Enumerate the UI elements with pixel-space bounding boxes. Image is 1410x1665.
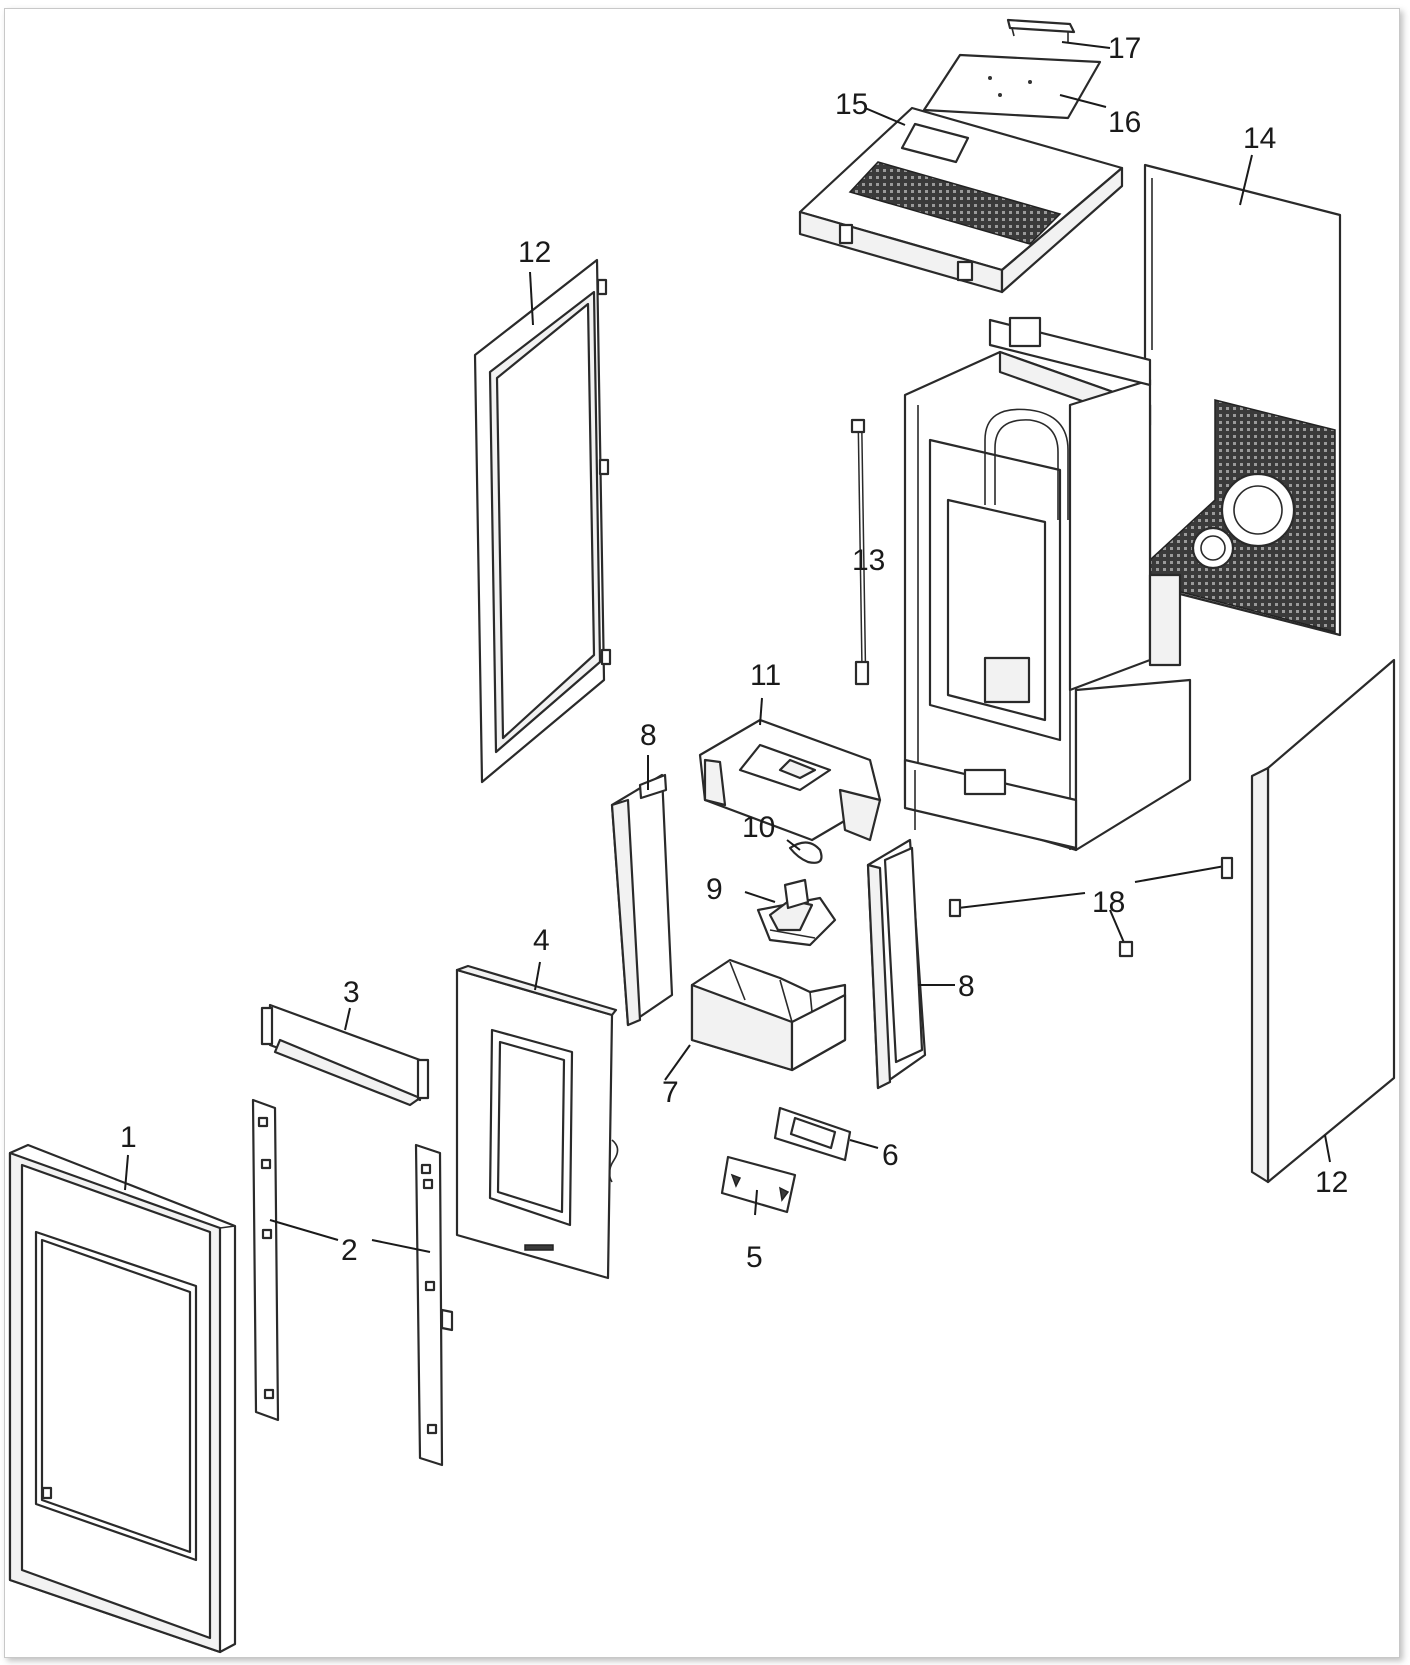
part-14-back-panel	[1143, 163, 1342, 637]
part-12-side-panel-left	[473, 258, 612, 784]
label-7: 7	[662, 1076, 679, 1109]
label-2: 2	[341, 1234, 358, 1267]
label-1: 1	[120, 1121, 137, 1154]
part-12-side-panel-right	[1250, 658, 1396, 1184]
part-7-ash-box	[690, 958, 847, 1072]
label-3: 3	[343, 976, 360, 1009]
label-13: 13	[852, 544, 885, 577]
part-6-gasket	[773, 1106, 852, 1162]
label-10: 10	[742, 811, 775, 844]
part-4-inner-door	[455, 964, 619, 1280]
label-17: 17	[1108, 32, 1141, 65]
stove-body-frame	[903, 316, 1192, 852]
part-11-burner-cover	[698, 718, 882, 842]
part-17-handle	[1006, 18, 1076, 42]
part-labels: 1 2 3 4 5 6 7 8 8 9 10 11 12 12 13 14 15…	[120, 32, 1348, 1274]
label-4: 4	[533, 924, 550, 957]
part-16-top-plate	[922, 53, 1102, 120]
part-2-hinge-strip-right	[414, 1143, 454, 1467]
part-5-plate	[720, 1155, 797, 1214]
part-2-hinge-strip-left	[251, 1098, 280, 1422]
part-13-rod	[850, 418, 870, 686]
part-18-bolts	[948, 856, 1234, 958]
label-14: 14	[1243, 122, 1276, 155]
part-9-fire-pot	[756, 878, 837, 947]
label-15: 15	[835, 88, 868, 121]
leader-lines	[124, 41, 1331, 1253]
part-3-deflector	[260, 1003, 430, 1107]
part-15-top-cover	[798, 106, 1124, 294]
label-18: 18	[1092, 886, 1125, 919]
label-6: 6	[882, 1139, 899, 1172]
label-5: 5	[746, 1241, 763, 1274]
label-12-left: 12	[518, 236, 551, 269]
part-8-brick-right	[866, 838, 927, 1090]
part-8-brick-left	[610, 773, 674, 1027]
label-16: 16	[1108, 106, 1141, 139]
label-8-left: 8	[640, 719, 657, 752]
label-9: 9	[706, 873, 723, 906]
part-1-front-door	[8, 1143, 237, 1654]
label-11: 11	[750, 659, 781, 692]
label-8-right: 8	[958, 970, 975, 1003]
label-12-right: 12	[1315, 1166, 1348, 1199]
